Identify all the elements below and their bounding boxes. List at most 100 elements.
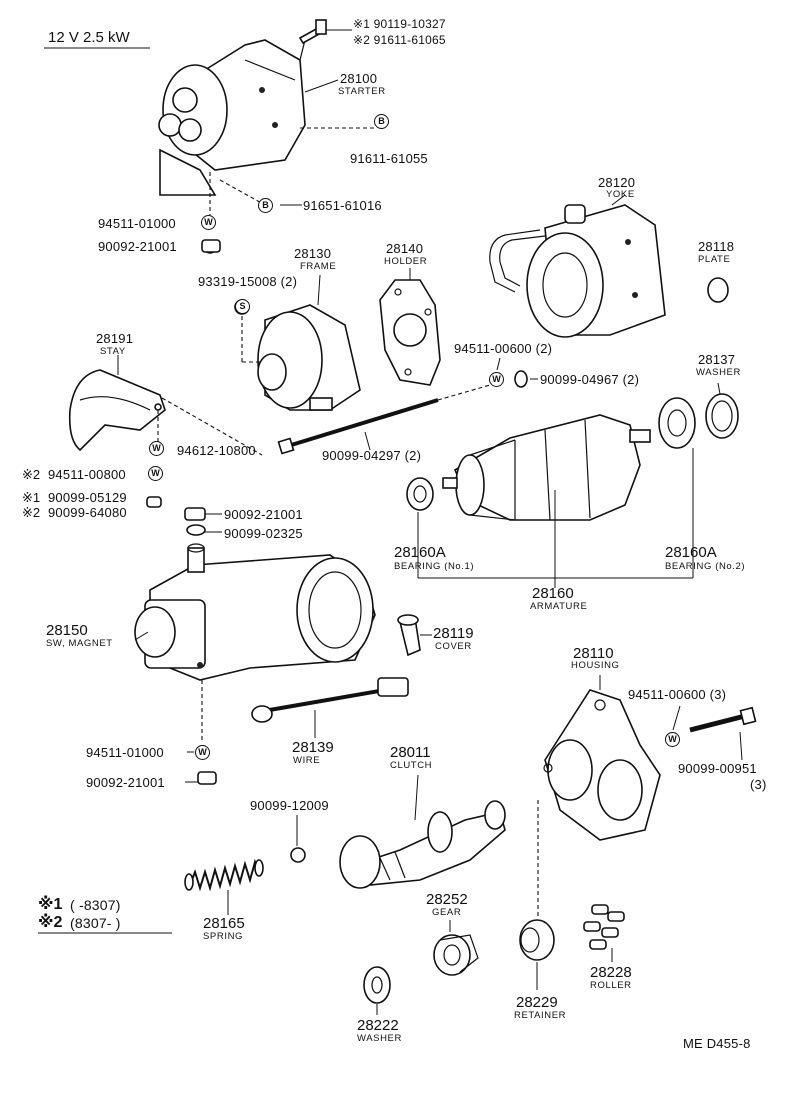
housing-bolt-drawing	[689, 706, 757, 733]
washer-28137-drawing	[705, 393, 739, 439]
callout-retainer-name: RETAINER	[514, 1010, 567, 1021]
callout-bolt-housing: 90099-00951	[678, 761, 757, 776]
plate-drawing	[707, 277, 729, 303]
callout-washer-28137-number: 28137	[698, 352, 736, 367]
callout-yoke-number: 28120	[598, 175, 636, 190]
callout-washer-w6: 94511-01000	[86, 745, 164, 760]
ball-drawing	[290, 847, 306, 863]
callout-bearing1-number: 28160A	[394, 544, 446, 561]
wire-drawing	[251, 677, 409, 723]
callout-washer-28137-name: WASHER	[696, 367, 741, 378]
bearing-no1-drawing	[406, 477, 434, 511]
callout-bolt-top-2: ※2 91611-61065	[353, 33, 446, 47]
callout-clutch-name: CLUTCH	[390, 760, 433, 771]
callout-washer-28222-number: 28222	[357, 1017, 399, 1034]
w-mark-icon: W	[148, 466, 163, 481]
washer-28222-drawing	[363, 966, 391, 1004]
w-mark-icon: W	[195, 745, 210, 760]
voltage-rating: 12 V 2.5 kW	[48, 29, 130, 46]
w-mark-icon: W	[489, 372, 504, 387]
callout-armature-name: ARMATURE	[530, 601, 588, 612]
housing-drawing	[543, 689, 661, 841]
legend-line1-range: ( -8307)	[70, 897, 121, 913]
callout-wire-number: 28139	[292, 739, 334, 756]
callout-cover-name: COVER	[435, 641, 472, 652]
callout-plate-name: PLATE	[698, 254, 731, 265]
callout-frame-name: FRAME	[300, 261, 337, 272]
callout-roller-name: ROLLER	[590, 980, 632, 991]
callout-holder-number: 28140	[386, 241, 424, 256]
callout-screw-s: 93319-15008 (2)	[198, 274, 298, 289]
callout-spring-number: 28165	[203, 915, 245, 932]
armature-drawing	[442, 414, 651, 521]
callout-stay-name: STAY	[100, 346, 126, 357]
callout-nut-ast2: 90099-64080	[48, 505, 127, 520]
callout-bolt-b1: 91611-61055	[350, 151, 428, 166]
callout-through-bolt: 90099-04297 (2)	[322, 448, 422, 463]
retainer-drawing	[519, 919, 555, 961]
starter-assembly-drawing	[158, 39, 306, 196]
callout-washer-plain-2: 90099-02325	[224, 526, 303, 541]
callout-bolt-housing-qty: (3)	[750, 777, 767, 792]
callout-bolt-b2: 91651-61016	[303, 198, 382, 213]
callout-nut-ast2-mark: ※2	[22, 505, 41, 520]
legend-line2-range: (8307- )	[70, 915, 121, 931]
stay-drawing	[68, 369, 166, 452]
magnet-switch-drawing	[134, 543, 376, 681]
callout-bearing2-number: 28160A	[665, 544, 717, 561]
callout-housing-name: HOUSING	[571, 660, 620, 671]
spring-drawing	[184, 858, 264, 892]
callout-washer-w4: 94511-00800	[48, 467, 126, 482]
s-mark-icon: S	[235, 299, 250, 314]
holder-drawing	[379, 279, 441, 386]
callout-armature-number: 28160	[532, 585, 574, 602]
callout-nut-1: 90092-21001	[98, 239, 177, 254]
yoke-drawing	[489, 204, 666, 338]
callout-washer-w5: 94511-00600 (3)	[628, 687, 727, 702]
callout-roller-number: 28228	[590, 964, 632, 981]
diagram-code: ME D455-8	[683, 1036, 751, 1051]
callout-nut-2: 90092-21001	[224, 507, 303, 522]
rollers-drawing	[583, 904, 625, 950]
legend-line1-mark: ※1	[38, 896, 63, 913]
callout-spring-name: SPRING	[203, 931, 244, 942]
callout-plate-number: 28118	[698, 239, 735, 254]
callout-bolt-top-1: ※1 90119-10327	[353, 17, 446, 31]
legend-line2-mark: ※2	[38, 914, 63, 931]
callout-starter-number: 28100	[340, 71, 378, 86]
callout-clutch-number: 28011	[390, 744, 431, 761]
callout-frame-number: 28130	[294, 246, 332, 261]
frame-drawing	[257, 304, 361, 411]
clutch-drawing	[339, 800, 506, 889]
callout-gear-number: 28252	[426, 891, 468, 908]
w-mark-icon: W	[149, 441, 164, 456]
callout-magnet-number: 28150	[46, 622, 88, 639]
callout-washer-w2: 94511-00600 (2)	[454, 341, 553, 356]
through-bolt-drawing	[277, 398, 439, 455]
b-mark-icon: B	[258, 198, 273, 213]
gear-drawing	[433, 934, 479, 976]
callout-bearing1-name: BEARING (No.1)	[394, 561, 475, 572]
callout-gear-name: GEAR	[432, 907, 462, 918]
callout-nut-ast1-mark: ※1	[22, 490, 41, 505]
callout-washer-w1: 94511-01000	[98, 216, 176, 231]
w-mark-icon: W	[201, 215, 216, 230]
bearing-no2-drawing	[658, 397, 696, 449]
callout-washer-w3: 94612-10800	[177, 443, 256, 458]
w-mark-icon: W	[665, 732, 680, 747]
callout-starter-name: STARTER	[338, 86, 386, 97]
callout-washer-28222-name: WASHER	[357, 1033, 402, 1044]
callout-washer-w4-asterisk: ※2	[22, 467, 41, 482]
callout-washer-plain-1: 90099-04967 (2)	[540, 372, 640, 387]
callout-housing-number: 28110	[573, 645, 614, 662]
callout-cover-number: 28119	[433, 625, 474, 642]
callout-nut-ast1: 90099-05129	[48, 490, 127, 505]
b-mark-icon: B	[374, 114, 389, 129]
callout-yoke-name: YOKE	[606, 189, 635, 200]
callout-nut-3: 90092-21001	[86, 775, 165, 790]
callout-stay-number: 28191	[96, 331, 134, 346]
callout-wire-name: WIRE	[293, 755, 321, 766]
cover-drawing	[397, 614, 421, 657]
callout-retainer-number: 28229	[516, 994, 558, 1011]
